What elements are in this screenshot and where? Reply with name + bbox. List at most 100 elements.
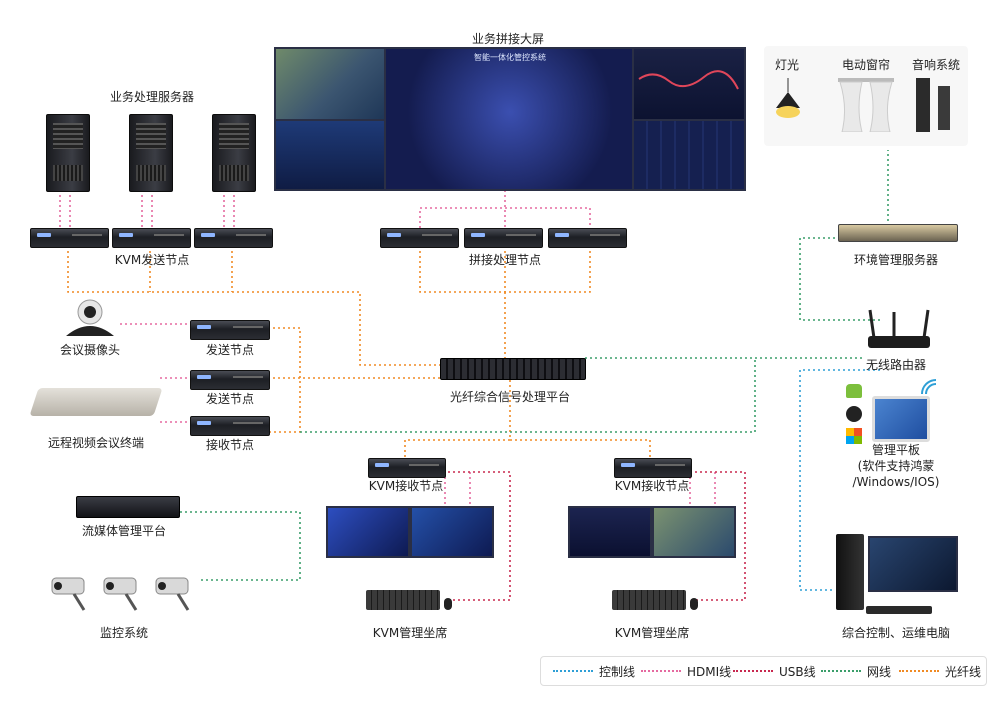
legend-item-hdmi: HDMI线 xyxy=(641,657,731,685)
send-node-1-label: 发送节点 xyxy=(205,343,255,357)
seat2-mouse xyxy=(690,598,698,610)
pc-tower xyxy=(836,534,864,610)
hdmi-line-screen xyxy=(419,190,591,228)
legend: 控制线 HDMI线 USB线 网线 光纤线 xyxy=(540,656,987,686)
android-icon xyxy=(846,384,862,398)
pc-monitor xyxy=(868,536,958,592)
screen-chart-graphic xyxy=(638,70,739,90)
screen-dashboard-title: 智能一体化管控系统 xyxy=(474,53,546,62)
kvm-seat-2-label: KVM管理坐席 xyxy=(614,626,690,640)
env-server-device xyxy=(838,224,958,242)
remote-vc-label: 远程视频会议终端 xyxy=(47,436,145,450)
receive-node-label: 接收节点 xyxy=(205,438,255,452)
video-conference-terminal xyxy=(29,388,163,416)
fiber-line-kvm-recv xyxy=(404,380,651,458)
legend-swatch-network xyxy=(821,670,861,672)
windows-icon xyxy=(846,428,862,444)
seat2-monitor-2 xyxy=(652,506,736,558)
send-node-1 xyxy=(190,320,270,340)
legend-label-fiber: 光纤线 xyxy=(945,664,982,679)
hdmi-line-monitor-2 xyxy=(689,472,716,506)
fiber-platform-label: 光纤综合信号处理平台 xyxy=(449,390,571,404)
kvm-recv-node-2 xyxy=(614,458,692,478)
seat1-monitor-1 xyxy=(326,506,410,558)
server-1 xyxy=(46,114,90,192)
seat1-keyboard xyxy=(366,590,440,610)
splice-node-1 xyxy=(380,228,459,248)
kvm-recv-2-label: KVM接收节点 xyxy=(614,479,690,493)
streaming-platform-device xyxy=(76,496,180,518)
splice-node-3 xyxy=(548,228,627,248)
kvm-seat-1-label: KVM管理坐席 xyxy=(372,626,448,640)
surveillance-label: 监控系统 xyxy=(99,626,149,640)
screen-panel-satellite xyxy=(274,47,388,123)
network-line-streaming xyxy=(180,358,756,581)
audio-label: 音响系统 xyxy=(911,58,961,72)
fiber-platform-device xyxy=(440,358,586,380)
screen-panel-dashboard: 智能一体化管控系统 xyxy=(384,47,636,191)
big-screen-title: 业务拼接大屏 xyxy=(471,32,545,46)
hdmi-line-servers xyxy=(59,190,235,228)
biz-servers-label: 业务处理服务器 xyxy=(109,90,195,104)
send-node-2-label: 发送节点 xyxy=(205,392,255,406)
environment-devices-panel xyxy=(764,46,968,146)
legend-swatch-fiber xyxy=(899,670,939,672)
conference-camera-icon xyxy=(66,299,114,336)
light-label: 灯光 xyxy=(774,58,800,72)
curtain-icon xyxy=(838,78,894,132)
legend-item-control: 控制线 xyxy=(553,657,635,685)
legend-item-usb: USB线 xyxy=(733,657,816,685)
kvm-send-node-3 xyxy=(194,228,273,248)
kvm-send-node-1 xyxy=(30,228,109,248)
tablet-device xyxy=(872,396,930,442)
kvm-recv-1-label: KVM接收节点 xyxy=(368,479,444,493)
legend-label-usb: USB线 xyxy=(779,664,816,679)
control-line-pc xyxy=(799,369,880,591)
wireless-signal-icon xyxy=(921,379,937,395)
seat2-keyboard xyxy=(612,590,686,610)
speaker-icon xyxy=(916,78,950,132)
legend-label-control: 控制线 xyxy=(599,664,636,679)
server-2 xyxy=(129,114,173,192)
legend-item-fiber: 光纤线 xyxy=(899,657,981,685)
apple-icon xyxy=(846,406,862,422)
seat2-monitor-1 xyxy=(568,506,652,558)
legend-swatch-usb xyxy=(733,670,773,672)
lamp-icon xyxy=(776,78,800,118)
usb-line-2 xyxy=(690,471,746,601)
hdmi-line-monitor-1 xyxy=(444,472,471,506)
screen-panel-grid xyxy=(632,119,746,191)
usb-line-1 xyxy=(448,471,511,601)
receive-node xyxy=(190,416,270,436)
legend-swatch-control xyxy=(553,670,593,672)
kvm-recv-node-1 xyxy=(368,458,446,478)
server-3 xyxy=(212,114,256,192)
env-server-label: 环境管理服务器 xyxy=(853,253,939,267)
pc-keyboard xyxy=(866,606,932,614)
wifi-router-icon xyxy=(868,309,930,348)
screen-panel-weather xyxy=(274,119,388,191)
control-pc-label: 综合控制、运维电脑 xyxy=(841,626,951,640)
conf-cam-label: 会议摄像头 xyxy=(59,343,121,357)
hdmi-line-vc xyxy=(160,377,190,423)
splice-node-2 xyxy=(464,228,543,248)
seat1-monitor-2 xyxy=(410,506,494,558)
fiber-line-left-nodes xyxy=(268,327,440,433)
legend-label-hdmi: HDMI线 xyxy=(687,664,732,679)
seat1-mouse xyxy=(444,598,452,610)
legend-item-network: 网线 xyxy=(821,657,891,685)
router-label: 无线路由器 xyxy=(865,358,927,372)
streaming-label: 流媒体管理平台 xyxy=(81,524,167,538)
screen-panel-chart xyxy=(632,47,746,123)
tablet-label: 管理平板 (软件支持鸿蒙 /Windows/IOS) xyxy=(852,443,940,489)
kvm-send-node-2 xyxy=(112,228,191,248)
curtain-label: 电动窗帘 xyxy=(841,58,891,72)
fiber-line-kvm-send xyxy=(67,246,440,366)
network-line-router-env xyxy=(799,237,880,321)
legend-swatch-hdmi xyxy=(641,670,681,672)
surveillance-cameras-icon xyxy=(51,577,190,611)
kvm-send-label: KVM发送节点 xyxy=(114,253,190,267)
legend-label-network: 网线 xyxy=(867,664,892,679)
